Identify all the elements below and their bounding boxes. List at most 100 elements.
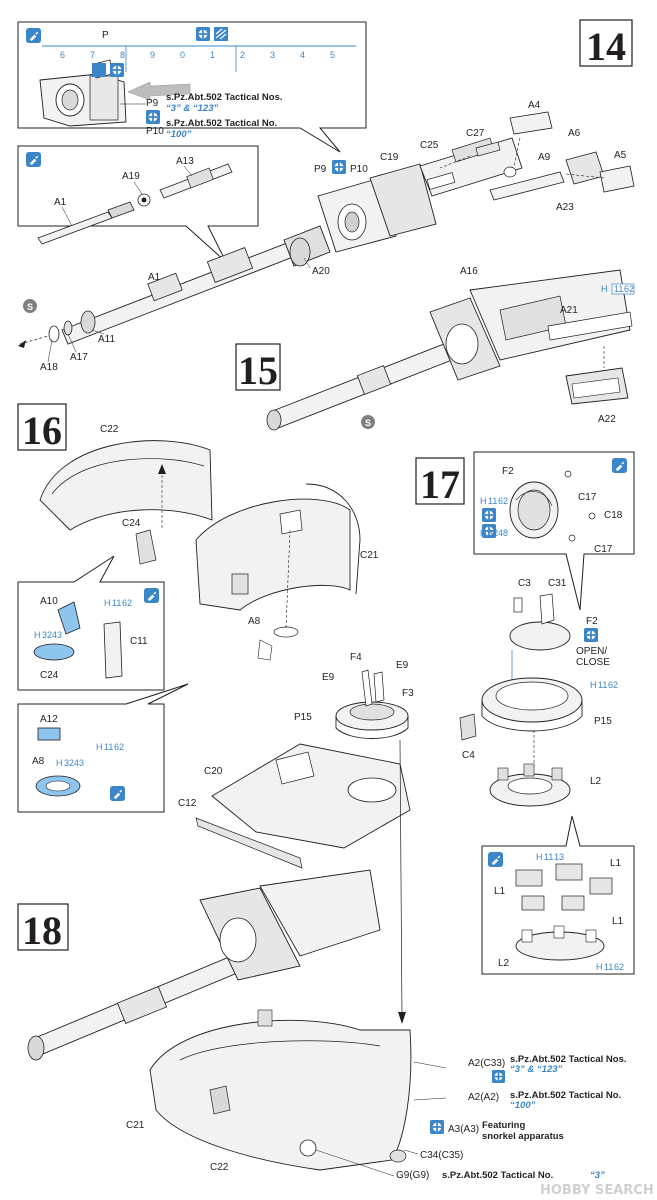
a1-barrel-part [37,201,135,245]
note-p10: s.Pz.Abt.502 Tactical No. [166,118,277,129]
decal-icon [430,1120,444,1134]
svg-text:H: H [536,852,543,862]
decal-icon [482,508,496,522]
scale-number: 2 [240,50,245,60]
direction-arrow [127,81,191,101]
label-c20: C20 [204,766,223,777]
svg-text:H: H [480,496,487,506]
label-c24: C24 [122,518,141,529]
label-a6: A6 [568,128,581,139]
sprue-s-icon [23,299,37,313]
svg-text:43: 43 [74,758,84,768]
gun-assembly-15 [266,269,633,431]
svg-text:11: 11 [544,852,553,862]
paint-brush-icon [26,152,41,167]
label-f3: F3 [402,688,414,699]
label-a17: A17 [70,352,88,363]
label-f4: F4 [350,652,362,663]
label-e9b: E9 [322,672,335,683]
note-p9: s.Pz.Abt.502 Tactical Nos. [166,92,283,103]
scale-number: 6 [60,50,65,60]
step-17-box [415,457,465,505]
paint-brush-icon [144,588,159,603]
decal-icon [196,27,210,41]
label-a2a2: A2(A2) [468,1092,499,1103]
paint-brush-icon [110,786,125,801]
label-a2c33: A2(C33) [468,1058,505,1069]
label-c19: C19 [380,152,399,163]
label-a1-main: A1 [148,272,161,283]
label-l1b: L1 [494,886,506,897]
label-c22-18: C22 [210,1162,229,1173]
svg-text:H: H [104,598,111,608]
a19-part [137,193,151,207]
label-a22: A22 [598,414,616,425]
svg-text:11: 11 [488,496,497,506]
label-l2: L2 [590,776,602,787]
label-c21: C21 [360,550,379,561]
svg-text:62: 62 [614,962,624,972]
label-f2: F2 [502,466,514,477]
c11-part [103,621,123,679]
label-c17b: C17 [594,544,613,555]
label-p10-main: P10 [350,164,368,175]
step-16-box [17,403,67,451]
label-c3: C3 [518,578,531,589]
label-c21-18: C21 [126,1120,145,1131]
label-c34: C34(C35) [420,1150,463,1161]
step-17-callout [473,451,635,611]
label-open: OPEN/ [576,646,607,657]
a10-part [57,601,81,635]
label-c25: C25 [420,140,439,151]
label-a21: A21 [560,305,578,316]
paint-code-16a: H 11 62 H 32 43 [34,598,132,640]
label-c27: C27 [466,128,485,139]
svg-text:13: 13 [554,852,564,862]
turret-roof-c20 [195,743,411,869]
label-c18: C18 [604,510,623,521]
paint-code-17a: H 11 62 H 32 48 [480,496,508,538]
label-p15-18: P15 [294,712,312,723]
c24-part-blue [33,643,75,661]
turret-rear-c22 [39,440,213,531]
label-a11: A11 [98,334,115,345]
svg-text:11: 11 [112,598,121,608]
svg-text:11: 11 [614,284,623,294]
a8-part [273,626,299,638]
scale-letter: P [102,30,109,41]
svg-text:62: 62 [498,496,508,506]
scale-number: 5 [330,50,335,60]
svg-text:H: H [34,630,41,640]
note-3a: Featuring [482,1120,525,1131]
note-4: s.Pz.Abt.502 Tactical No. [442,1170,553,1181]
svg-text:32: 32 [42,630,52,640]
label-c4: C4 [462,750,475,761]
paint-brush-icon [612,458,627,473]
scale-number: 7 [90,50,95,60]
paint-code-17c: H 11 13 H 11 62 [536,852,624,972]
step-18-number: 18 [22,908,62,953]
note-p9-nums: “3” & “123” [166,103,219,114]
label-a10: A10 [40,596,58,607]
label-a19: A19 [122,171,140,182]
note-1-nums: “3” & “123” [510,1064,563,1075]
svg-text:32: 32 [64,758,74,768]
label-a18: A18 [40,362,58,373]
step-14-number: 14 [586,24,626,69]
svg-text:S: S [365,418,371,428]
a13-part [159,163,233,199]
scale-number: 4 [300,50,305,60]
label-c17a: C17 [578,492,597,503]
note-2-num: “100” [510,1100,536,1111]
note-p10-num: “100” [166,129,192,140]
small-parts-14 [475,111,635,201]
label-c22: C22 [100,424,119,435]
periscopes-l1 [515,863,613,961]
turret-body-18 [27,869,412,1171]
turret-side-c21 [195,483,361,611]
step-15-box [235,343,281,391]
label-a9: A9 [538,152,551,163]
muzzle-parts [18,310,96,348]
step-18-box [17,903,69,951]
hatch-f2-detail [509,481,559,539]
